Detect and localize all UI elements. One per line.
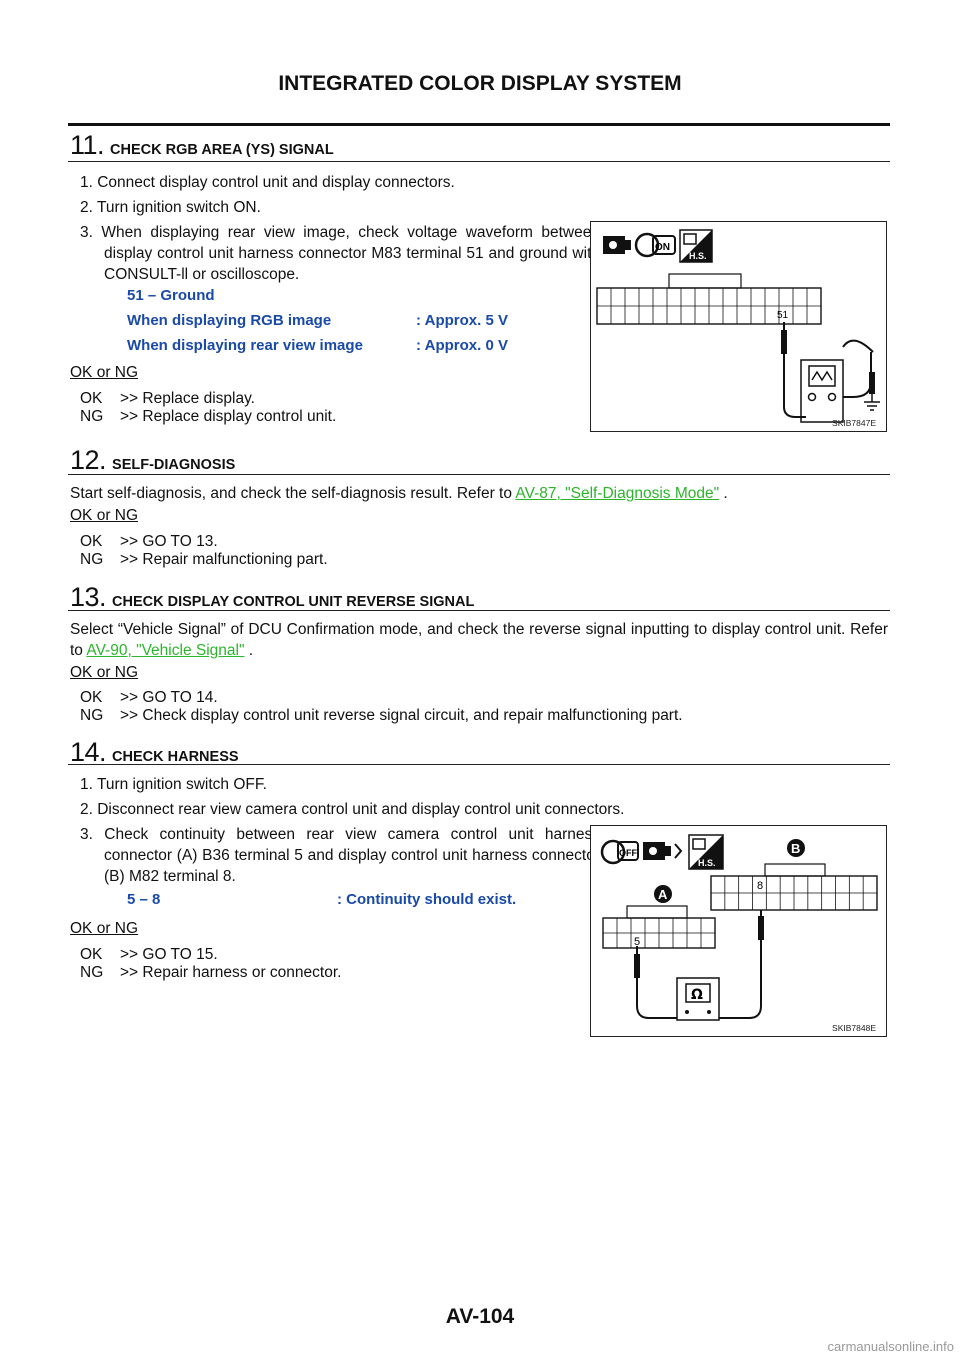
on-label: ON	[655, 242, 670, 253]
result-text: >> Replace display control unit.	[120, 408, 337, 425]
oscilloscope-diagram: ON H.S. 51	[596, 229, 880, 423]
result-text: >> Repair malfunctioning part.	[120, 551, 328, 568]
hs-label: H.S.	[689, 251, 707, 261]
spec-label: When displaying rear view image	[127, 337, 363, 354]
connector-m82: 8	[710, 863, 878, 911]
result-text: >> Replace display.	[120, 390, 255, 407]
ref-link-self-diagnosis[interactable]: AV-87, "Self-Diagnosis Mode"	[515, 485, 720, 502]
ok-or-ng-label: OK or NG	[70, 364, 139, 381]
step-13-header: 13. CHECK DISPLAY CONTROL UNIT REVERSE S…	[70, 582, 474, 613]
step-number: 12.	[70, 445, 107, 475]
result-key: NG	[80, 408, 104, 425]
instruction-text: .	[719, 485, 728, 502]
spec-label: 5 – 8	[127, 891, 161, 908]
title-divider	[68, 123, 890, 126]
instruction-text: .	[244, 642, 254, 659]
spec-value: : Continuity should exist.	[337, 891, 517, 908]
ohm-symbol: Ω	[691, 987, 703, 1003]
hs-label: H.S.	[698, 858, 716, 868]
connector-m83: 51	[596, 273, 822, 325]
page-title: INTEGRATED COLOR DISPLAY SYSTEM	[278, 72, 682, 95]
oscilloscope-icon	[800, 359, 844, 423]
terminal-label: 51	[777, 310, 789, 321]
connector-a-label: A	[654, 885, 672, 903]
connector-b-label: B	[787, 839, 805, 857]
result-text: >> Repair harness or connector.	[120, 964, 342, 981]
step-number: 14.	[70, 737, 107, 767]
figure-id: SKIB7848E	[832, 1023, 876, 1033]
step-number: 11.	[70, 130, 105, 160]
result-ok: OK >> GO TO 15.	[80, 944, 218, 965]
instruction: 3. Check continuity between rear view ca…	[80, 826, 600, 885]
result-text: >> GO TO 13.	[120, 533, 218, 550]
result-text: >> GO TO 15.	[120, 946, 218, 963]
step-11-header: 11. CHECK RGB AREA (YS) SIGNAL	[70, 130, 334, 161]
result-key: NG	[80, 551, 104, 568]
result-key: OK	[80, 533, 103, 550]
result-ok: OK >> Replace display.	[80, 388, 255, 409]
instruction: 1. Connect display control unit and disp…	[80, 174, 455, 191]
result-text: >> GO TO 14.	[120, 689, 218, 706]
result-key: NG	[80, 707, 104, 724]
instruction: 3. When displaying rear view image, chec…	[80, 224, 600, 283]
terminal-b-label: 8	[757, 880, 763, 892]
result-key: OK	[80, 946, 103, 963]
connector-b36: 5	[602, 905, 716, 949]
spec-value: : Approx. 0 V	[416, 337, 508, 354]
step-heading: CHECK DISPLAY CONTROL UNIT REVERSE SIGNA…	[112, 594, 475, 610]
step-divider	[68, 764, 890, 765]
step-divider	[68, 161, 890, 162]
instruction: 2. Disconnect rear view camera control u…	[80, 801, 625, 818]
ignition-off-icon: OFF	[600, 839, 639, 865]
step-divider	[68, 610, 890, 611]
result-ok: OK >> GO TO 14.	[80, 687, 218, 708]
instruction: Select “Vehicle Signal” of DCU Confirmat…	[70, 619, 888, 661]
label-a: A	[658, 887, 668, 902]
harness-side-icon: H.S.	[688, 834, 724, 870]
ok-or-ng-label: OK or NG	[70, 507, 139, 524]
off-label: OFF	[619, 848, 637, 858]
step-14-header: 14. CHECK HARNESS	[70, 737, 239, 768]
instruction: Start self-diagnosis, and check the self…	[70, 483, 728, 504]
result-key: OK	[80, 689, 103, 706]
ok-or-ng-label: OK or NG	[70, 664, 139, 681]
label-b: B	[791, 841, 800, 856]
step-heading: CHECK RGB AREA (YS) SIGNAL	[110, 142, 334, 158]
harness-side-icon: H.S.	[679, 229, 713, 263]
result-ng: NG >> Repair harness or connector.	[80, 962, 341, 983]
step-heading: SELF-DIAGNOSIS	[112, 457, 236, 473]
instruction-text: Select “Vehicle Signal” of DCU Confirmat…	[70, 621, 888, 659]
connector-icon	[643, 842, 683, 860]
step-number: 13.	[70, 582, 107, 612]
ohmmeter-icon: Ω	[676, 977, 720, 1021]
terminal-a-label: 5	[634, 936, 640, 948]
spec-label: When displaying RGB image	[127, 312, 332, 329]
result-ng: NG >> Repair malfunctioning part.	[80, 549, 328, 570]
step-12-header: 12. SELF-DIAGNOSIS	[70, 445, 235, 476]
connector-icon	[603, 236, 631, 254]
step-divider	[68, 474, 890, 475]
figure-continuity-check: OFF H.S. B A	[590, 825, 887, 1037]
page-number: AV-104	[445, 1305, 515, 1328]
instruction-text: Start self-diagnosis, and check the self…	[70, 485, 516, 502]
ok-or-ng-label: OK or NG	[70, 920, 139, 937]
watermark: carmanualsonline.info	[827, 1339, 954, 1354]
result-key: OK	[80, 390, 103, 407]
result-ng: NG >> Check display control unit reverse …	[80, 705, 683, 726]
figure-voltage-check: ON H.S. 51	[590, 221, 887, 432]
instruction: 2. Turn ignition switch ON.	[80, 199, 261, 216]
figure-id: SKIB7847E	[832, 418, 876, 428]
result-ng: NG >> Replace display control unit.	[80, 406, 336, 427]
step-heading: CHECK HARNESS	[112, 749, 239, 765]
instruction: 1. Turn ignition switch OFF.	[80, 776, 267, 793]
result-key: NG	[80, 964, 104, 981]
ground-icon	[864, 394, 880, 411]
spec-title: 51 – Ground	[127, 287, 215, 304]
continuity-diagram: OFF H.S. B A	[600, 834, 878, 1021]
result-text: >> Check display control unit reverse si…	[120, 707, 683, 724]
spec-value: : Approx. 5 V	[416, 312, 508, 329]
ref-link-vehicle-signal[interactable]: AV-90, "Vehicle Signal"	[86, 642, 245, 659]
ignition-on-icon: ON	[634, 232, 676, 258]
result-ok: OK >> GO TO 13.	[80, 531, 218, 552]
